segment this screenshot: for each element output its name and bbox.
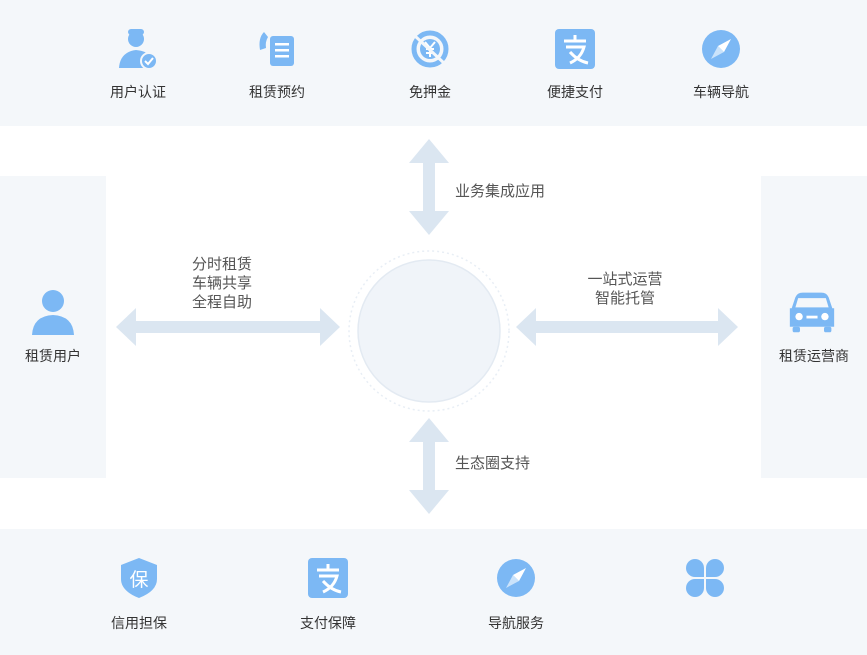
feature-label: 导航服务 <box>488 616 544 632</box>
alipay-icon <box>308 558 348 598</box>
central-hub <box>348 250 510 412</box>
rental-user-panel: 租赁用户 <box>0 176 106 478</box>
feature-label: 便捷支付 <box>547 85 603 101</box>
rental-operator-panel: 租赁运营商 <box>761 176 867 478</box>
rental-user-label: 租赁用户 <box>25 349 81 365</box>
connector-label-bottom: 生态圈支持 <box>455 454 531 472</box>
connector-left-line: 全程自助 <box>191 293 252 311</box>
feature-credit-guarantee[interactable]: 保 信用担保 <box>79 557 199 647</box>
connector-right-line: 一站式运营 <box>587 270 663 288</box>
feature-label: 信用担保 <box>111 616 167 632</box>
user-icon <box>32 290 74 335</box>
connector-label-right: 一站式运营 智能托管 <box>565 270 685 308</box>
yuan-coin-icon <box>411 30 449 68</box>
horizontal-arrow-left <box>116 308 340 346</box>
feature-payment-protection[interactable]: 支付保障 <box>268 557 388 647</box>
horizontal-arrow-right <box>516 308 738 346</box>
feature-label: 支付保障 <box>300 616 356 632</box>
top-feature-band: 用户认证 租赁预约 免押金 便捷支付 车辆导 <box>0 0 867 126</box>
feature-rental-booking[interactable]: 租赁预约 <box>217 28 337 108</box>
connector-label-top: 业务集成应用 <box>455 182 546 200</box>
rental-operator-label: 租赁运营商 <box>779 349 849 365</box>
alipay-icon <box>555 29 595 69</box>
feature-label: 租赁预约 <box>249 85 305 101</box>
shield-glyph: 保 <box>129 569 148 591</box>
connector-left-line: 车辆共享 <box>191 274 252 292</box>
feature-navigation-service[interactable]: 导航服务 <box>456 557 576 647</box>
feature-vehicle-navigation[interactable]: 车辆导航 <box>661 28 781 108</box>
phone-document-icon <box>259 32 294 66</box>
feature-label: 免押金 <box>409 85 451 101</box>
connector-left-line: 分时租赁 <box>191 255 252 273</box>
vertical-arrow-bottom <box>409 418 449 514</box>
car-icon <box>789 292 835 333</box>
feature-no-deposit[interactable]: 免押金 <box>370 28 490 108</box>
feature-label: 用户认证 <box>110 85 166 101</box>
feature-more[interactable] <box>645 557 765 647</box>
feature-label: 车辆导航 <box>693 85 749 101</box>
vertical-arrow-top <box>409 139 449 235</box>
compass-icon <box>702 30 740 68</box>
user-verified-icon <box>119 29 158 70</box>
clover-icon <box>686 559 724 597</box>
connector-label-left: 分时租赁 车辆共享 全程自助 <box>162 255 282 312</box>
feature-convenient-payment[interactable]: 便捷支付 <box>515 28 635 108</box>
feature-user-verification[interactable]: 用户认证 <box>78 28 198 108</box>
compass-icon <box>497 559 535 597</box>
bottom-feature-band: 保 信用担保 支付保障 导航服务 <box>0 529 867 655</box>
connector-right-line: 智能托管 <box>594 289 655 307</box>
shield-bao-icon: 保 <box>121 558 157 598</box>
